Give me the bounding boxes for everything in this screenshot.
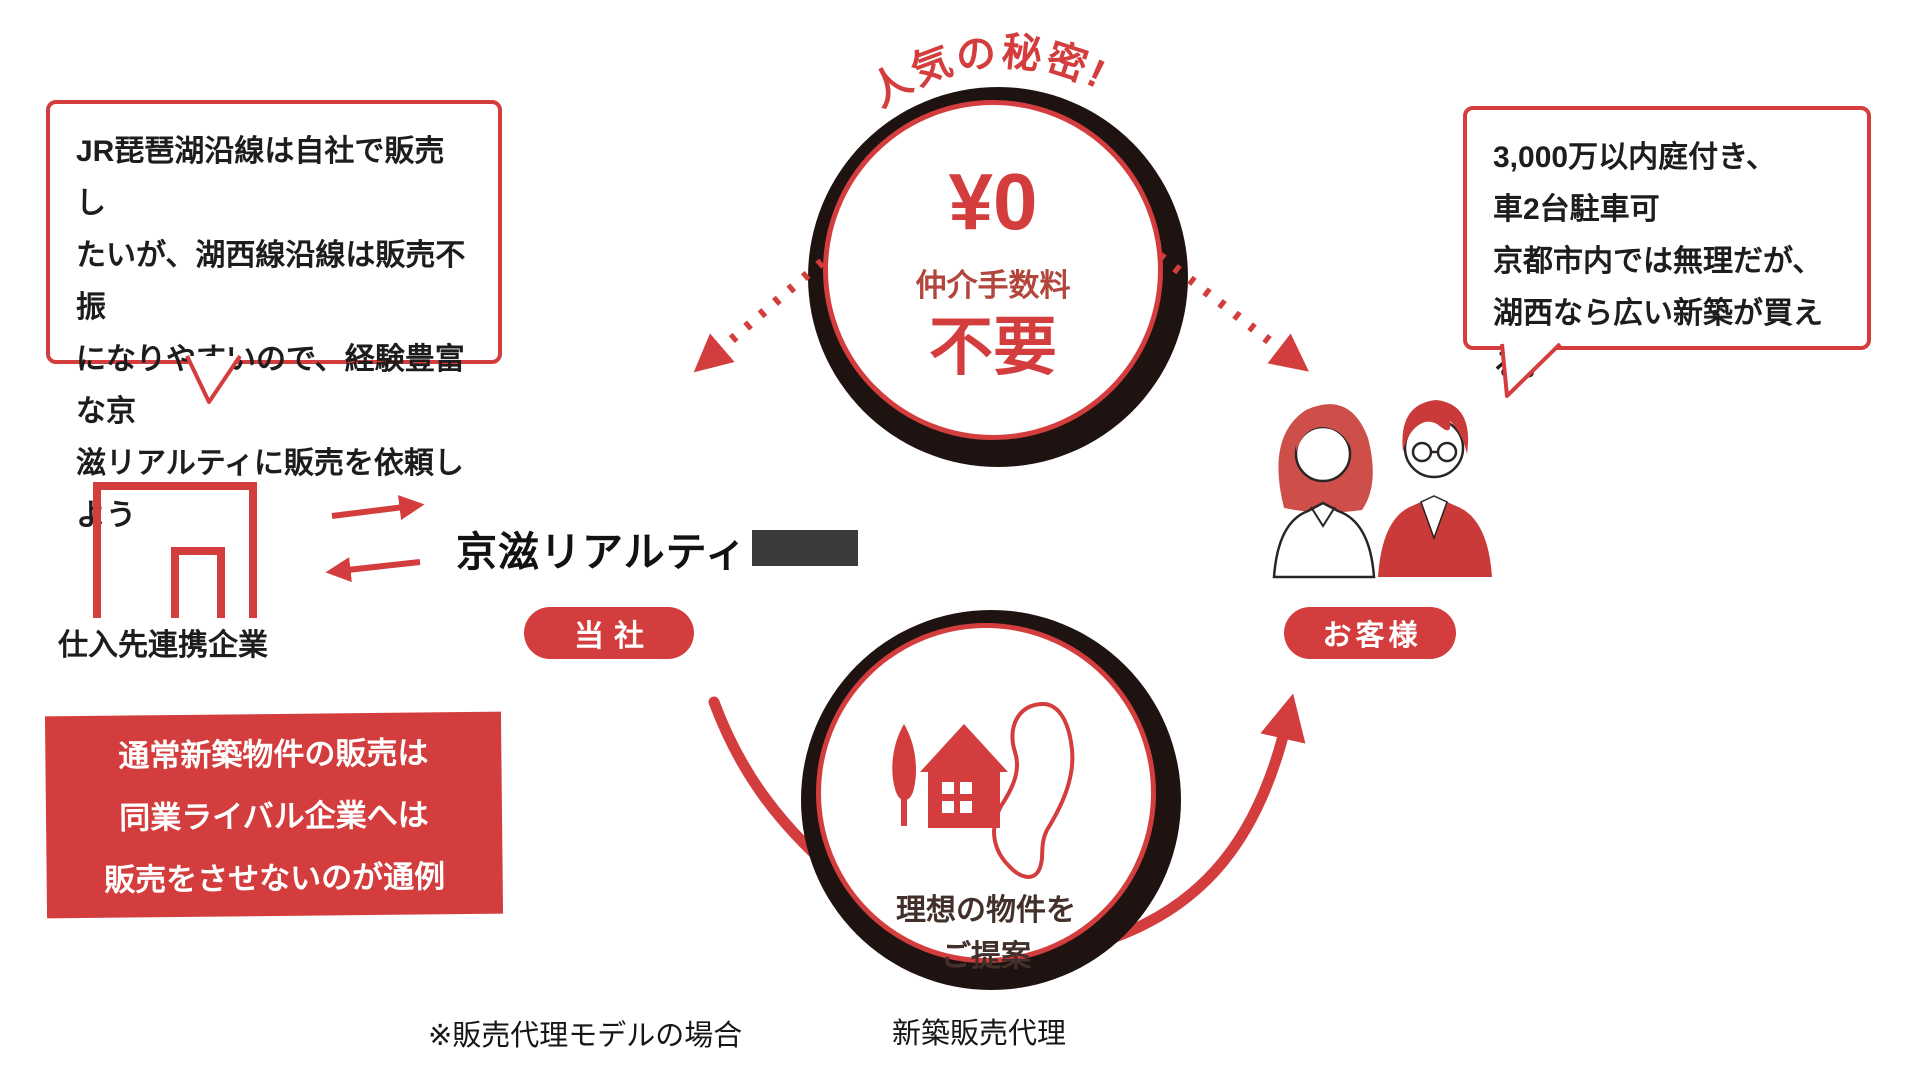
proposal-circle: 理想の物件を ご提案 [801,610,1181,990]
fee-not-needed: 不要 [929,310,1057,383]
seller-bubble-line-1: JR琵琶湖沿線は自社で販売し [76,135,445,220]
industry-note-box: 通常新築物件の販売は 同業ライバル企業へは 販売をさせないのが通例 [44,711,504,919]
fee-label: 仲介手数料 [915,267,1071,303]
supplier-label: 仕入先連携企業 [58,629,268,662]
buyer-bubble-line-4: 湖西なら広い新築が買える。 [1493,297,1823,382]
seller-thought-bubble: JR琵琶湖沿線は自社で販売し たいが、湖西線沿線は販売不振 になりやすいので、経… [46,100,502,532]
fee-circle-inner: ¥0 仲介手数料 不要 [823,100,1163,440]
company-badge: 当社 [524,607,694,659]
buyer-bubble-line-3: 京都市内では無理だが、 [1493,245,1823,278]
couple-illustration [1272,400,1492,579]
proposal-line-1: 理想の物件を [896,894,1076,927]
proposal-line-2: ご提案 [941,940,1031,973]
model-case-footnote: ※販売代理モデルの場合 [428,1020,743,1052]
industry-note-line-3: 販売をさせないのが通例 [103,859,446,898]
seller-bubble-line-2: たいが、湖西線沿線は販売不振 [76,239,466,324]
seller-bubble-line-3: になりやすいので、経験豊富な京 [76,343,465,428]
buyer-thought-bubble: 3,000万以内庭付き、 車2台駐車可 京都市内では無理だが、 湖西なら広い新築… [1463,106,1871,382]
glasses-icon [1411,441,1433,463]
company-name: 京滋リアルティ [456,529,748,575]
customer-badge: お客様 [1284,607,1456,659]
industry-note-line-2: 同業ライバル企業へは [119,797,429,836]
dashed-arrow-left [693,258,825,373]
seller-bubble-line-4: 滋リアルティに販売を依頼しよう [76,447,464,532]
proposal-text: 理想の物件を ご提案 [821,888,1151,980]
industry-note-line-1: 通常新築物件の販売は [118,735,429,774]
fee-circle: ¥0 仲介手数料 不要 [808,87,1188,467]
buyer-bubble-line-1: 3,000万以内庭付き、 [1493,141,1776,174]
proposal-circle-inner: 理想の物件を ご提案 [816,623,1156,973]
agency-label: 新築販売代理 [892,1018,1067,1050]
buyer-bubble-line-2: 車2台駐車可 [1493,193,1660,226]
fee-price: ¥0 [948,156,1038,246]
company-logo-redacted [752,530,858,566]
